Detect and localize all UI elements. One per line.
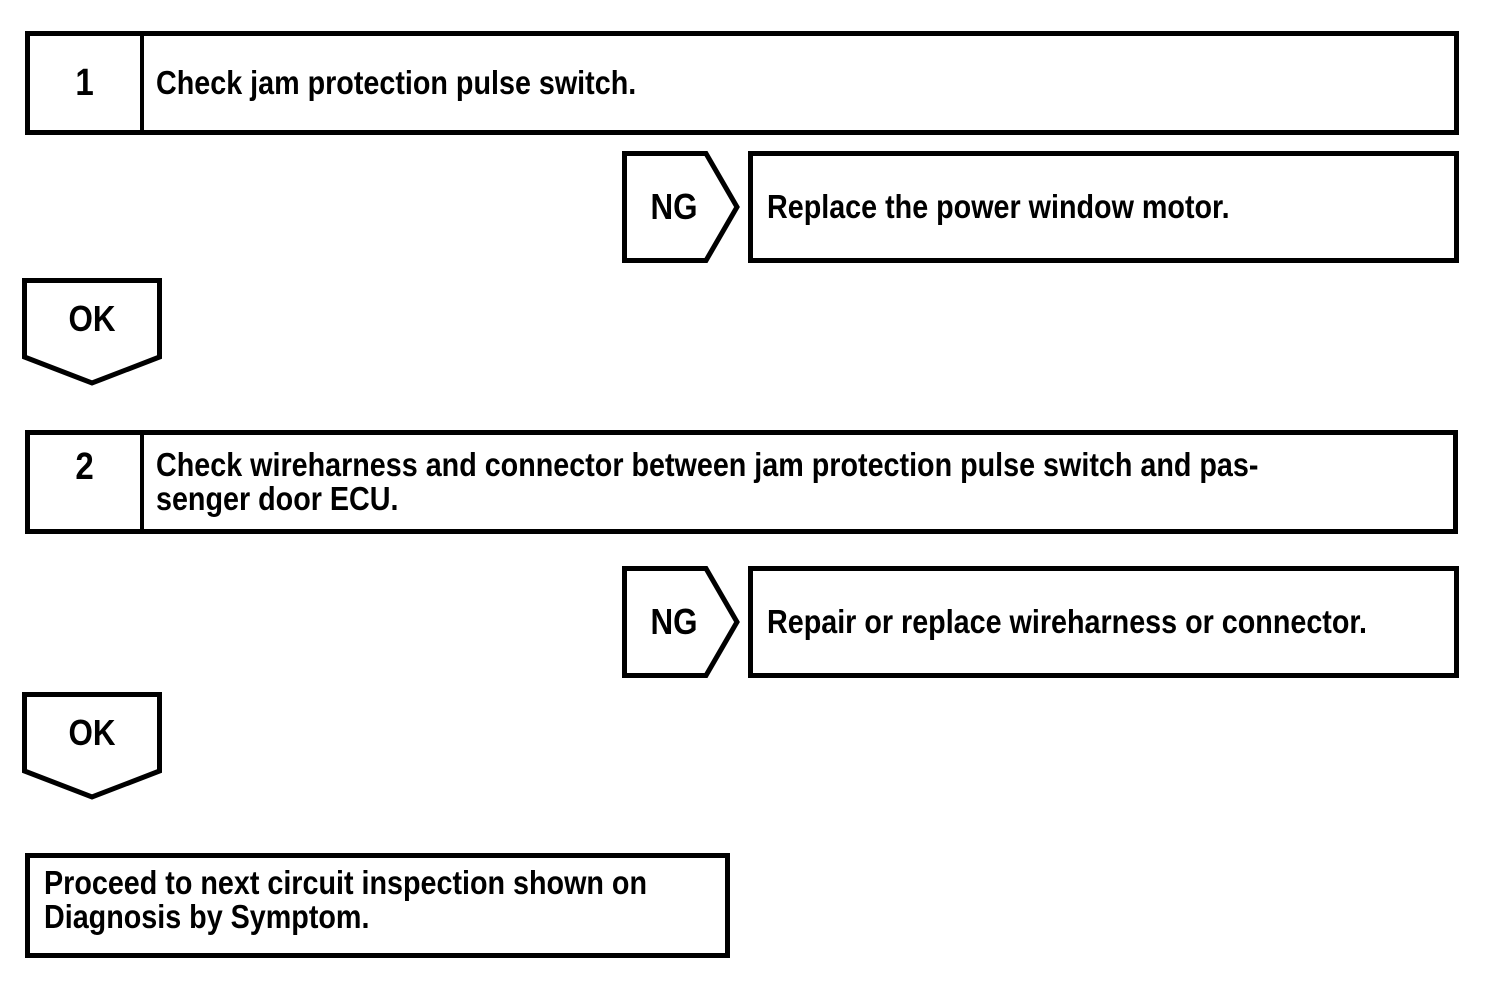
step-2-instruction-line-2: senger door ECU. [156,480,399,517]
ng-2-label: NG [650,601,698,642]
ng-arrow-icon [622,566,740,678]
step-2-instruction-line-1: Check wireharness and connector between … [156,446,1259,483]
ng-2-result-box: Repair or replace wireharness or connect… [748,566,1459,678]
ok-1-label: OK [68,298,116,339]
step-1-instruction: Check jam protection pulse switch. [144,36,1454,130]
final-action-line-1: Proceed to next circuit inspection shown… [44,864,648,901]
ok-arrow-icon [22,692,162,800]
step-2-number-cell: 2 [30,435,144,529]
final-action-line-2: Diagnosis by Symptom. [44,898,370,935]
ng-2-result-text: Repair or replace wireharness or connect… [767,603,1367,640]
step-1-number-cell: 1 [30,36,144,130]
ok-arrow-icon [22,278,162,386]
ok-2-label: OK [68,712,116,753]
step-2-box: 2 Check wireharness and connector betwee… [25,430,1458,534]
step-2-instruction: Check wireharness and connector between … [144,435,1453,529]
step-1-instruction-line: Check jam protection pulse switch. [156,64,637,101]
ng-2-badge: NG [622,566,740,678]
ng-1-result-box: Replace the power window motor. [748,151,1459,263]
ng-1-label: NG [650,186,698,227]
step-1-box: 1 Check jam protection pulse switch. [25,31,1459,135]
ng-1-badge: NG [622,151,740,263]
step-2-number: 2 [75,446,95,488]
ng-1-result-text: Replace the power window motor. [767,188,1230,225]
step-1-number: 1 [75,62,95,104]
final-action-box: Proceed to next circuit inspection shown… [25,853,730,958]
ok-2-badge: OK [22,692,162,800]
ng-arrow-icon [622,151,740,263]
ok-1-badge: OK [22,278,162,386]
